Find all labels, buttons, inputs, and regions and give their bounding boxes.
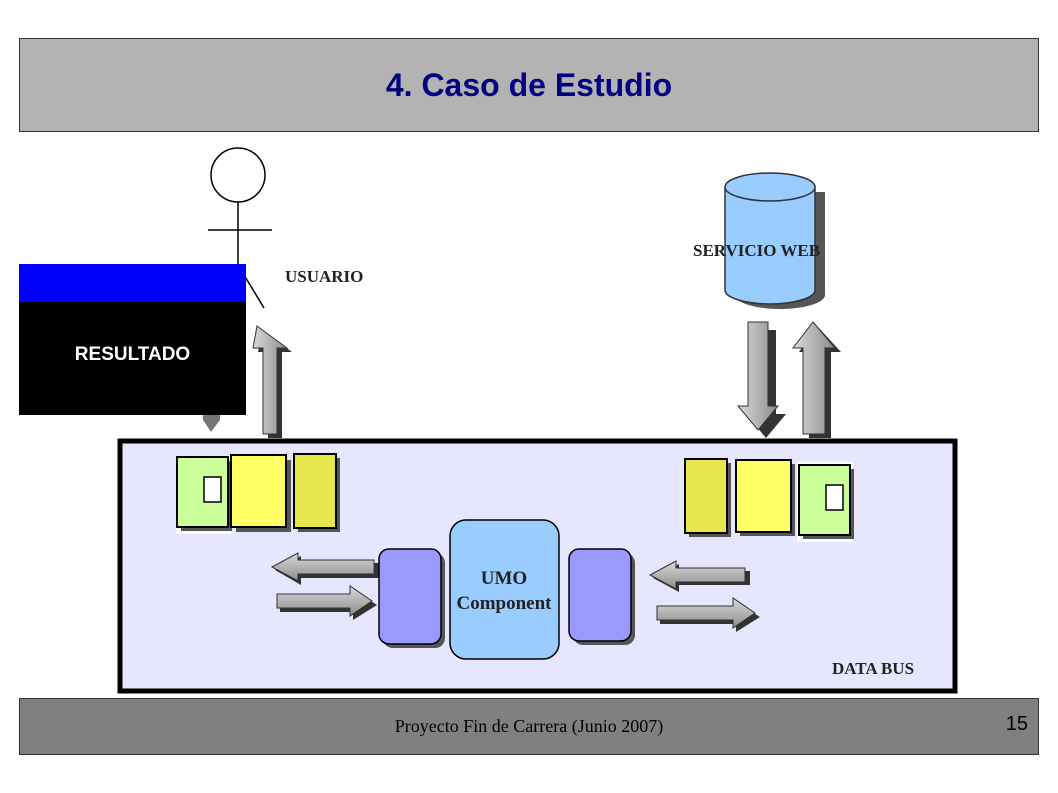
inbound-endpoint [378, 548, 445, 648]
umo-component-label-line2: Component [456, 593, 552, 614]
footer-bar: Proyecto Fin de Carrera (Junio 2007) 15 [19, 698, 1039, 755]
slide-title: 4. Caso de Estudio [385, 66, 673, 103]
umo-component [449, 519, 560, 660]
web-service-label: SERVICIO WEB [693, 241, 820, 260]
web-service-database-icon [724, 172, 825, 309]
result-label: RESULTADO [74, 344, 191, 365]
user-actor-label: USUARIO [285, 267, 363, 286]
left-incoming-arrow [276, 585, 377, 620]
service-up-arrow [791, 321, 841, 438]
umo-component-label-line1: UMO [481, 568, 527, 589]
title-bar: 4. Caso de Estudio [19, 38, 1039, 132]
right-message-stack [684, 458, 854, 542]
data-bus-label: DATA BUS [832, 659, 914, 678]
user-up-arrow [252, 325, 292, 438]
left-message-stack [176, 453, 340, 534]
user-down-arrow [203, 410, 220, 432]
result-panel-header [19, 264, 246, 302]
right-incoming-arrow [648, 560, 750, 592]
right-outgoing-arrow [656, 597, 760, 632]
footer-text: Proyecto Fin de Carrera (Junio 2007) [394, 716, 664, 736]
service-down-arrow [736, 321, 786, 438]
result-panel: RESULTADO [19, 264, 246, 415]
outbound-endpoint [568, 548, 635, 645]
page-number: 15 [1005, 713, 1028, 735]
left-outgoing-arrow [270, 552, 380, 585]
